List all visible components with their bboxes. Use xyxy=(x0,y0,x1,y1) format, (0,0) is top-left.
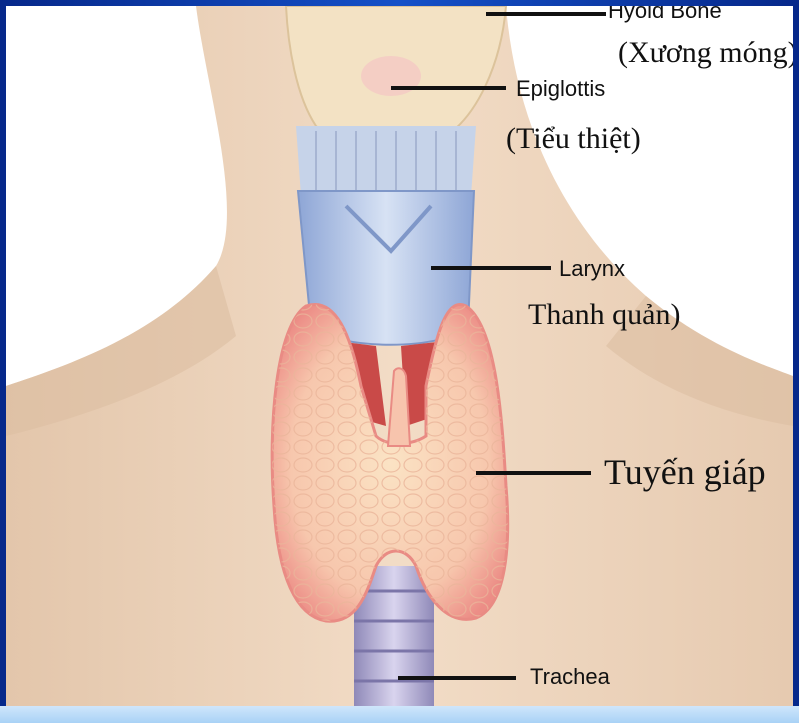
neck-anatomy-drawing xyxy=(6,6,793,706)
trachea-label: Trachea xyxy=(530,664,610,690)
larynx-label: Larynx xyxy=(559,256,625,282)
hyoid-label: Hyoid Bone xyxy=(608,6,722,24)
anatomy-illustration: Hyoid Bone (Xương móng) Epiglottis (Tiểu… xyxy=(6,6,793,706)
thyroid-label-vi: Tuyến giáp xyxy=(604,451,766,493)
bottom-band xyxy=(0,706,799,723)
epiglottis-label: Epiglottis xyxy=(516,76,605,102)
larynx-label-vi: Thanh quản) xyxy=(528,298,680,332)
hyoid-label-vi: (Xương móng) xyxy=(618,36,793,70)
epiglottis-label-vi: (Tiểu thiệt) xyxy=(506,122,641,156)
